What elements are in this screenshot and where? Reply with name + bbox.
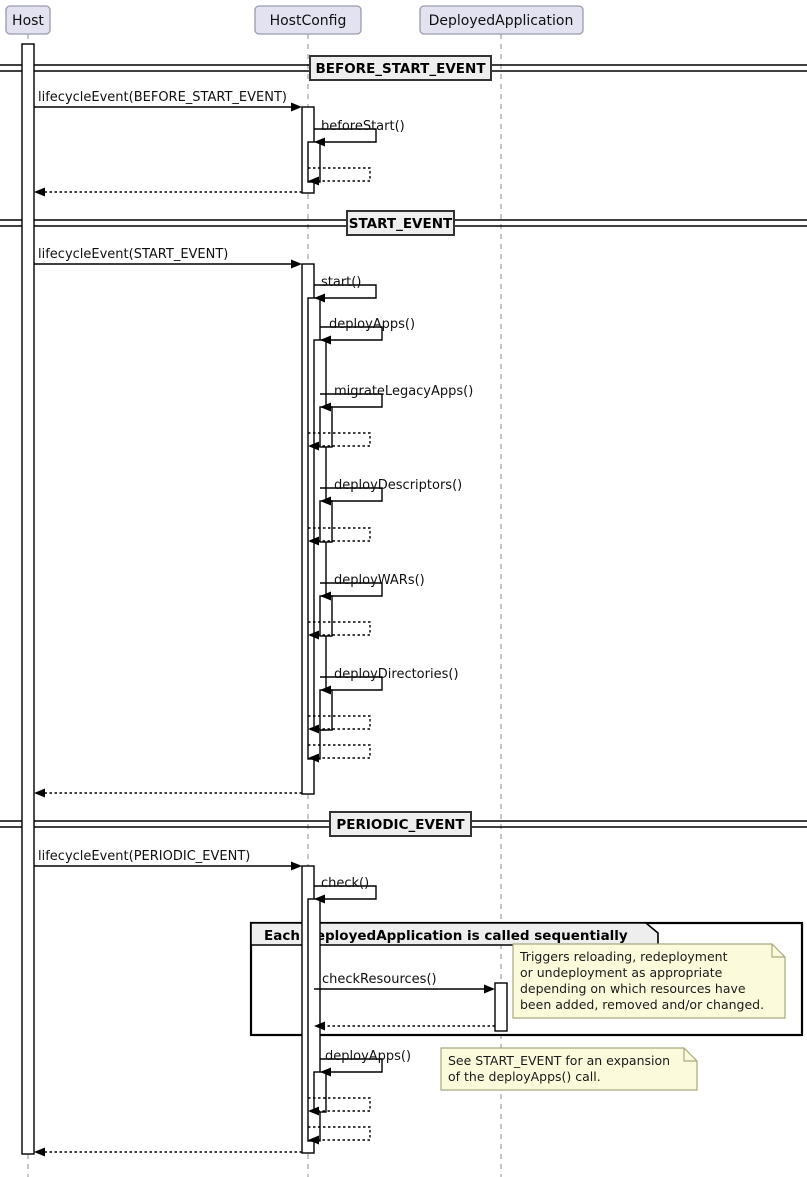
activation-bar (494, 982, 508, 1032)
messages-layer: lifecycleEvent(BEFORE_START_EVENT)before… (34, 90, 495, 1157)
message-label: deployApps() (329, 317, 415, 332)
message-label: deployWARs() (334, 573, 425, 588)
message-m3 (308, 167, 371, 186)
lifelines-layer (27, 34, 502, 1177)
message-m12: deployWARs() (320, 573, 425, 601)
message-label: checkResources() (322, 972, 437, 987)
group-label: Each DeployedApplication is called seque… (264, 928, 628, 944)
message-label: deployApps() (325, 1049, 411, 1064)
participant-host[interactable]: Host (5, 5, 51, 35)
message-label: start() (321, 275, 361, 290)
divider-label: PERIODIC_EVENT (336, 817, 465, 833)
message-m22: deployApps() (320, 1049, 411, 1077)
message-label: lifecycleEvent(BEFORE_START_EVENT) (38, 90, 287, 105)
message-m20: checkResources() (314, 972, 495, 994)
message-m24 (308, 1126, 371, 1145)
message-m11 (308, 527, 371, 546)
activation-bar (319, 406, 333, 448)
activation-bar (319, 500, 333, 543)
message-m19: check() (314, 876, 377, 904)
message-m14: deployDirectories() (320, 667, 459, 695)
message-label: beforeStart() (321, 119, 405, 134)
message-m25 (34, 1147, 302, 1157)
groups-layer: Each DeployedApplication is called seque… (249, 921, 804, 1037)
message-m6: start() (314, 275, 377, 303)
note-line: been added, removed and/or changed. (520, 997, 764, 1012)
participants-layer: Host HostConfig DeployedApplication (5, 5, 584, 35)
note-line: See START_EVENT for an expansion (448, 1053, 670, 1068)
message-label: check() (321, 876, 369, 891)
message-label: lifecycleEvent(PERIODIC_EVENT) (38, 849, 250, 864)
participant-label: Host (12, 13, 44, 29)
note-line: depending on which resources have (520, 981, 746, 996)
dividers-layer: BEFORE_START_EVENT START_EVENT PERIODIC_EV… (0, 55, 807, 837)
activations-layer (21, 43, 508, 1155)
note-line: of the deployApps() call. (448, 1069, 601, 1084)
activation-bar (319, 595, 333, 637)
message-label: deployDirectories() (334, 667, 459, 682)
message-label: lifecycleEvent(START_EVENT) (38, 247, 228, 262)
message-m13 (308, 621, 371, 640)
note-line: or undeployment as appropriate (520, 965, 723, 980)
message-m18: lifecycleEvent(PERIODIC_EVENT) (34, 849, 302, 871)
group-box: Each DeployedApplication is called seque… (249, 921, 804, 1037)
message-m2: beforeStart() (314, 119, 405, 147)
participant-label: DeployedApplication (429, 13, 574, 29)
activation-bar (313, 1071, 327, 1113)
participant-hostconfig[interactable]: HostConfig (254, 5, 362, 35)
message-m5: lifecycleEvent(START_EVENT) (34, 247, 302, 269)
message-m15 (308, 715, 371, 734)
activation-bar (319, 689, 333, 731)
participant-label: HostConfig (270, 13, 347, 29)
message-m16 (308, 744, 371, 763)
message-m7: deployApps() (320, 317, 415, 345)
message-label: deployDescriptors() (334, 478, 462, 493)
activation-bar (21, 43, 35, 1155)
participant-deployedapplication[interactable]: DeployedApplication (419, 5, 584, 35)
message-m4 (34, 187, 302, 197)
note-line: Triggers reloading, redeployment (519, 949, 728, 964)
divider-label: BEFORE_START_EVENT (315, 61, 486, 77)
divider-start-event: START_EVENT (0, 210, 807, 236)
message-m10: deployDescriptors() (320, 478, 462, 506)
message-m21 (314, 1021, 495, 1031)
message-m17 (34, 788, 302, 798)
message-m1: lifecycleEvent(BEFORE_START_EVENT) (34, 90, 302, 112)
message-m8: migrateLegacyApps() (320, 384, 473, 412)
message-label: migrateLegacyApps() (334, 384, 473, 399)
divider-periodic-event: PERIODIC_EVENT (0, 811, 807, 837)
divider-label: START_EVENT (349, 216, 453, 232)
divider-before-start-event: BEFORE_START_EVENT (0, 55, 807, 81)
activation-bar (307, 141, 321, 183)
message-m9 (308, 432, 371, 451)
message-m23 (308, 1097, 371, 1116)
